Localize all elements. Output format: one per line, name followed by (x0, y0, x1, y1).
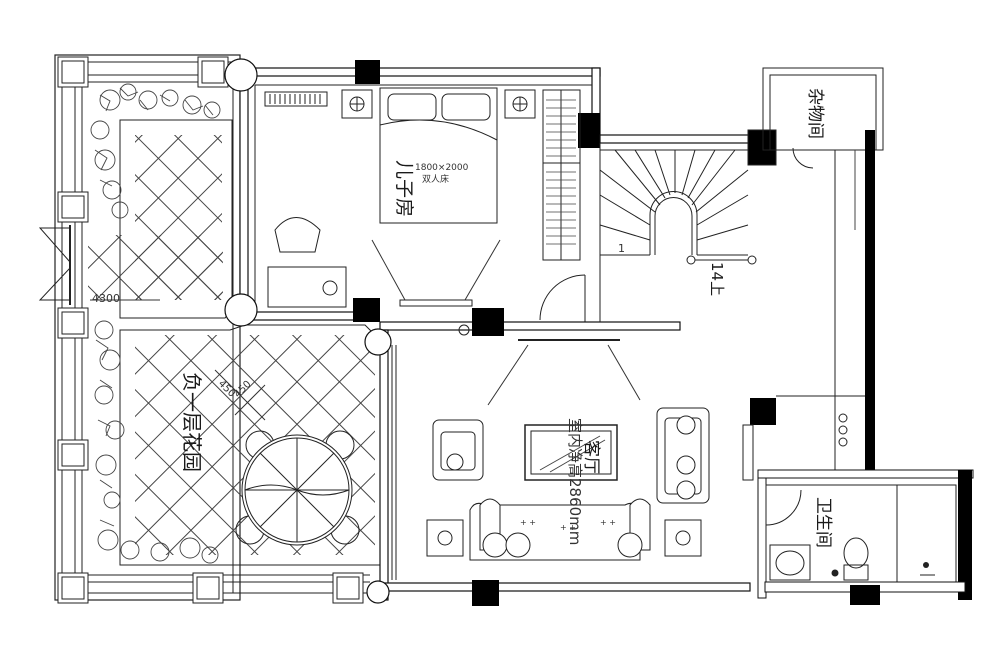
plant-icon (90, 83, 221, 564)
svg-text:+ +: + + (560, 523, 576, 532)
sofa-icon (426, 407, 710, 561)
svg-text:+ +: + + (600, 518, 616, 527)
living-room-label: 客厅 (581, 440, 601, 474)
sink-icon (769, 544, 811, 581)
service-area (742, 67, 974, 605)
bed-icon (341, 87, 536, 224)
stairs-icon (599, 129, 777, 322)
stair-step: 1 (618, 242, 625, 255)
son-room: 1800×2000 双人床 儿子房 (224, 58, 601, 327)
storage-label: 杂物间 (805, 88, 825, 139)
ceiling-height: 室内净高2860mm (566, 418, 584, 545)
bed-type: 双人床 (422, 173, 449, 185)
tv-icon (524, 424, 618, 481)
living-room: + + + + + + 客厅 室内净高2860mm (364, 308, 751, 606)
svg-text:+ +: + + (520, 518, 536, 527)
garden-label: 负一层花园 (180, 372, 204, 472)
garden-width-label: 4300 (92, 292, 120, 305)
son-room-label: 儿子房 (393, 160, 415, 217)
umbrella-table-icon (235, 430, 360, 546)
bathroom-label: 卫生间 (813, 497, 833, 548)
bed-size: 1800×2000 (415, 163, 469, 173)
stairs-up-label: 14上 (708, 262, 726, 296)
toilet-icon (831, 537, 869, 581)
